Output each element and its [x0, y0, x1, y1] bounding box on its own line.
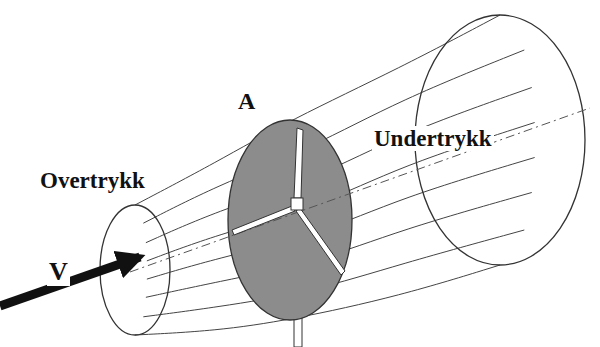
center-axis [130, 108, 590, 272]
region-label: A [236, 88, 257, 114]
region-label: Overtrykk [38, 168, 147, 193]
rotor-blades [232, 128, 345, 275]
rotor-disk [228, 120, 352, 320]
streamlines [135, 15, 535, 335]
region-label: Undertrykk [372, 126, 494, 151]
wind-arrow [0, 257, 140, 306]
region-label: V [47, 258, 70, 286]
